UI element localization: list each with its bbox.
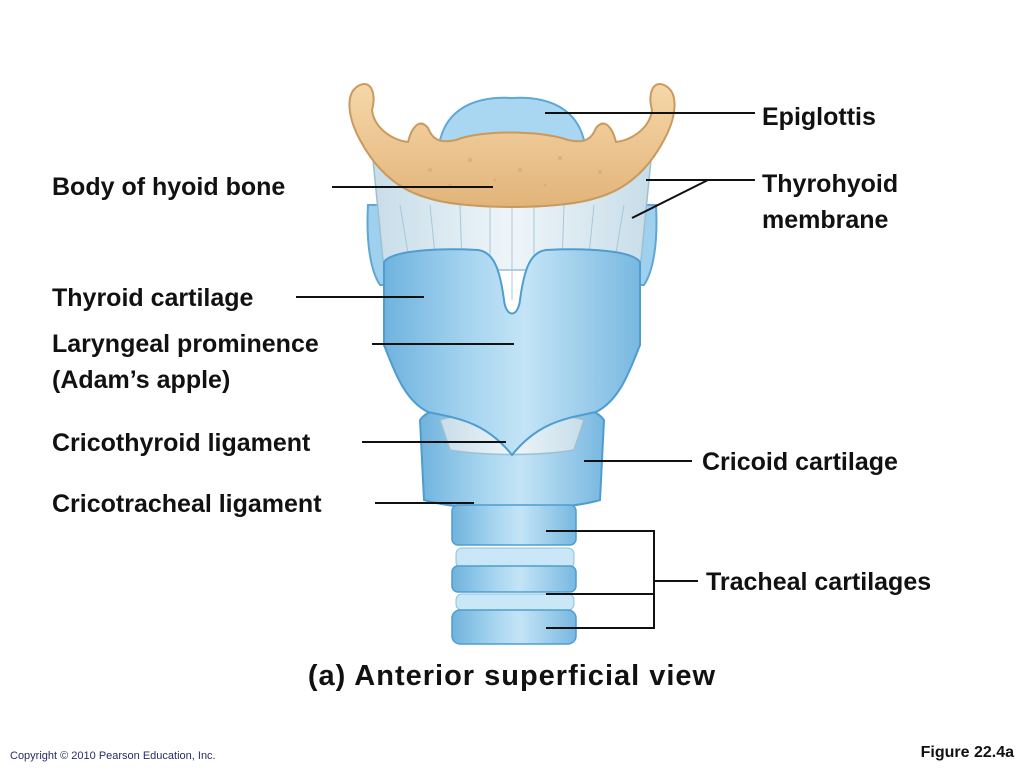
hyoid-bone-shape xyxy=(348,83,676,208)
label-thyrohyoid-line1: Thyrohyoid xyxy=(762,170,899,198)
label-cricothyroid-ligament: Cricothyroid ligament xyxy=(52,429,311,457)
label-epiglottis: Epiglottis xyxy=(762,103,876,131)
label-hyoid: Body of hyoid bone xyxy=(52,173,286,201)
leader-lines xyxy=(296,112,755,629)
label-cricoid-cartilage: Cricoid cartilage xyxy=(702,448,898,476)
label-thyroid-cartilage: Thyroid cartilage xyxy=(52,284,254,312)
figure-number: Figure 22.4a xyxy=(920,744,1014,761)
hyoid-texture xyxy=(428,156,602,187)
label-laryngeal-prominence: Laryngeal prominence xyxy=(52,330,319,358)
figure-caption: (a) Anterior superficial view xyxy=(307,660,717,692)
label-cricotracheal-ligament: Cricotracheal ligament xyxy=(52,490,322,518)
label-thyrohyoid-line2: membrane xyxy=(762,206,889,234)
thyroid-cartilage-shape xyxy=(383,248,641,457)
tracheal-rings xyxy=(451,504,577,645)
label-adams-apple: (Adam’s apple) xyxy=(52,366,231,394)
label-tracheal-cartilages: Tracheal cartilages xyxy=(706,568,932,596)
copyright-notice: Copyright © 2010 Pearson Education, Inc. xyxy=(10,750,216,762)
